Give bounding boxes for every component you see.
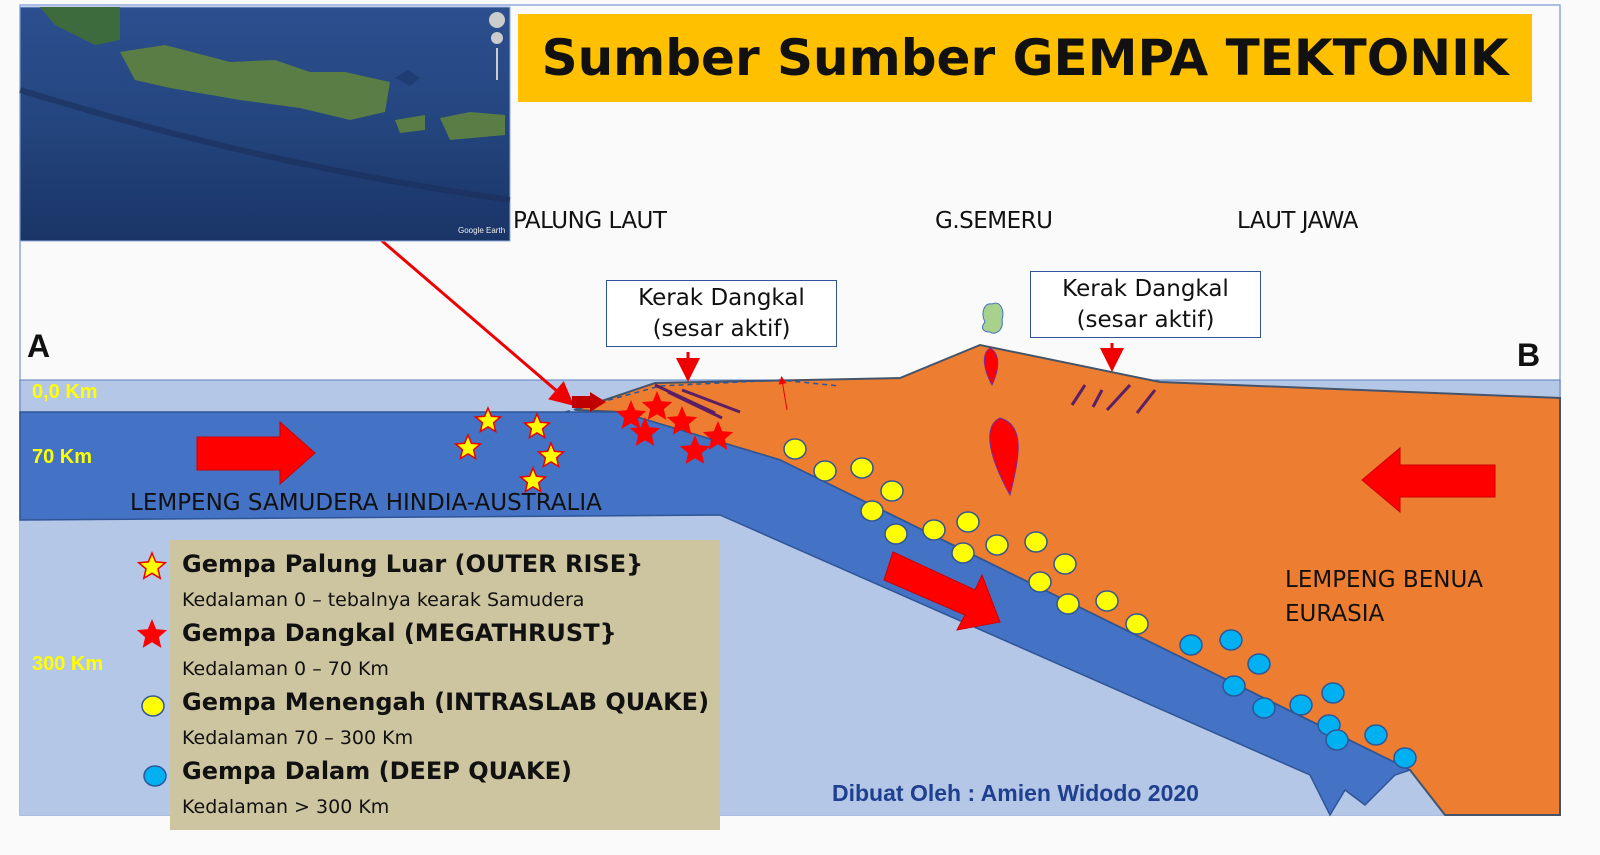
depth-label: 0,0 Km xyxy=(32,381,98,403)
legend-icons xyxy=(136,551,168,787)
legend-sub: Kedalaman 70 – 300 Km xyxy=(182,727,414,749)
callout-shallow-crust-2: Kerak Dangkal (sesar aktif) xyxy=(1030,271,1261,338)
legend-sub: Kedalaman 0 – 70 Km xyxy=(182,658,389,680)
outer-rise-quake-marker xyxy=(522,412,552,440)
magma-chamber-lower xyxy=(989,417,1019,497)
intraslab-quake-marker xyxy=(956,511,980,533)
outer-rise-quake-marker xyxy=(536,441,566,469)
legend-title: Gempa Menengah (INTRASLAB QUAKE) xyxy=(182,688,710,716)
outer-rise-quake-marker xyxy=(473,406,503,434)
intraslab-quake-marker xyxy=(1053,553,1077,575)
deep-quake-marker xyxy=(1393,747,1417,769)
map-look-icon[interactable] xyxy=(491,32,503,44)
earthquake-markers xyxy=(453,391,1417,769)
intraslab-quake-marker xyxy=(985,534,1009,556)
depth-label: 300 Km xyxy=(32,653,104,675)
legend-sub: Kedalaman 0 – tebalnya kearak Samudera xyxy=(182,589,585,611)
intraslab-quake-marker xyxy=(884,523,908,545)
intraslab-quake-marker xyxy=(860,500,884,522)
subduction-arrow-icon xyxy=(883,551,1001,631)
legend-title: Gempa Palung Luar (OUTER RISE} xyxy=(182,550,644,578)
fault-lines xyxy=(654,383,1157,420)
callout-line: (sesar aktif) xyxy=(1076,307,1215,333)
legend-title: Gempa Dangkal (MEGATHRUST} xyxy=(182,619,617,647)
callout-shallow-crust-1: Kerak Dangkal (sesar aktif) xyxy=(606,280,837,347)
page-title: Sumber Sumber GEMPA TEKTONIK xyxy=(518,14,1532,102)
megathrust-quake-marker xyxy=(679,435,711,464)
label-continental-plate: EURASIA xyxy=(1285,601,1385,627)
trench-arrow-icon xyxy=(572,392,606,412)
section-label-a: A xyxy=(27,328,51,364)
megathrust-quake-marker xyxy=(702,421,734,450)
credit: Dibuat Oleh : Amien Widodo 2020 xyxy=(832,780,1199,806)
outer-rise-quake-marker xyxy=(518,466,548,494)
deep-quake-marker xyxy=(1247,653,1271,675)
yellow-star-icon xyxy=(136,551,168,580)
deep-quake-marker xyxy=(1364,724,1388,746)
label-sea: LAUT JAWA xyxy=(1237,208,1358,234)
intraslab-quake-marker xyxy=(783,438,807,460)
callout-line: Kerak Dangkal xyxy=(638,285,805,311)
deep-quake-marker xyxy=(1219,629,1243,651)
label-oceanic-plate: LEMPENG SAMUDERA HINDIA-AUSTRALIA xyxy=(130,490,602,516)
legend: Gempa Palung Luar (OUTER RISE} Kedalaman… xyxy=(170,540,720,830)
legend-title: Gempa Dalam (DEEP QUAKE) xyxy=(182,757,572,785)
intraslab-quake-marker xyxy=(922,519,946,541)
megathrust-quake-marker xyxy=(629,417,661,446)
intraslab-quake-marker xyxy=(850,457,874,479)
deep-quake-marker xyxy=(1321,682,1345,704)
megathrust-quake-marker xyxy=(615,400,647,429)
oceanic-motion-arrow-icon xyxy=(196,420,316,486)
megathrust-quake-marker xyxy=(666,406,698,435)
intraslab-quake-marker xyxy=(880,480,904,502)
oceanic-plate xyxy=(19,411,1412,817)
map-compass-icon[interactable] xyxy=(489,12,505,28)
intraslab-quake-marker xyxy=(1024,531,1048,553)
deep-quake-marker xyxy=(1252,697,1276,719)
outer-rise-quake-marker xyxy=(453,433,483,461)
red-star-icon xyxy=(136,619,168,648)
deep-quake-marker xyxy=(1179,634,1203,656)
label-continental-plate: LEMPENG BENUA xyxy=(1285,567,1484,593)
label-trench: PALUNG LAUT xyxy=(513,208,667,234)
callout-line: (sesar aktif) xyxy=(652,316,791,342)
deep-quake-marker xyxy=(1289,694,1313,716)
intraslab-quake-marker xyxy=(1028,571,1052,593)
megathrust-quake-marker xyxy=(641,391,673,420)
up-arrow-icon xyxy=(778,376,788,411)
intraslab-quake-marker xyxy=(813,460,837,482)
legend-sub: Kedalaman > 300 Km xyxy=(182,796,390,818)
label-volcano: G.SEMERU xyxy=(935,208,1053,234)
intraslab-quake-marker xyxy=(1056,593,1080,615)
deep-quake-marker xyxy=(1325,729,1349,751)
continental-motion-arrow-icon xyxy=(1361,446,1496,514)
section-label-b: B xyxy=(1517,337,1541,373)
callout-line: Kerak Dangkal xyxy=(1062,276,1229,302)
depth-label: 70 Km xyxy=(32,446,93,468)
intraslab-quake-marker xyxy=(1125,613,1149,635)
intraslab-quake-marker xyxy=(1095,590,1119,612)
map-watermark: Google Earth xyxy=(458,226,506,235)
yellow-circle-icon xyxy=(141,695,165,717)
eruption-cloud-icon xyxy=(982,302,1004,334)
intraslab-quake-marker xyxy=(951,542,975,564)
satellite-map xyxy=(19,6,511,242)
deep-quake-marker xyxy=(1222,675,1246,697)
blue-circle-icon xyxy=(143,765,167,787)
magma-chamber-upper xyxy=(983,347,999,387)
